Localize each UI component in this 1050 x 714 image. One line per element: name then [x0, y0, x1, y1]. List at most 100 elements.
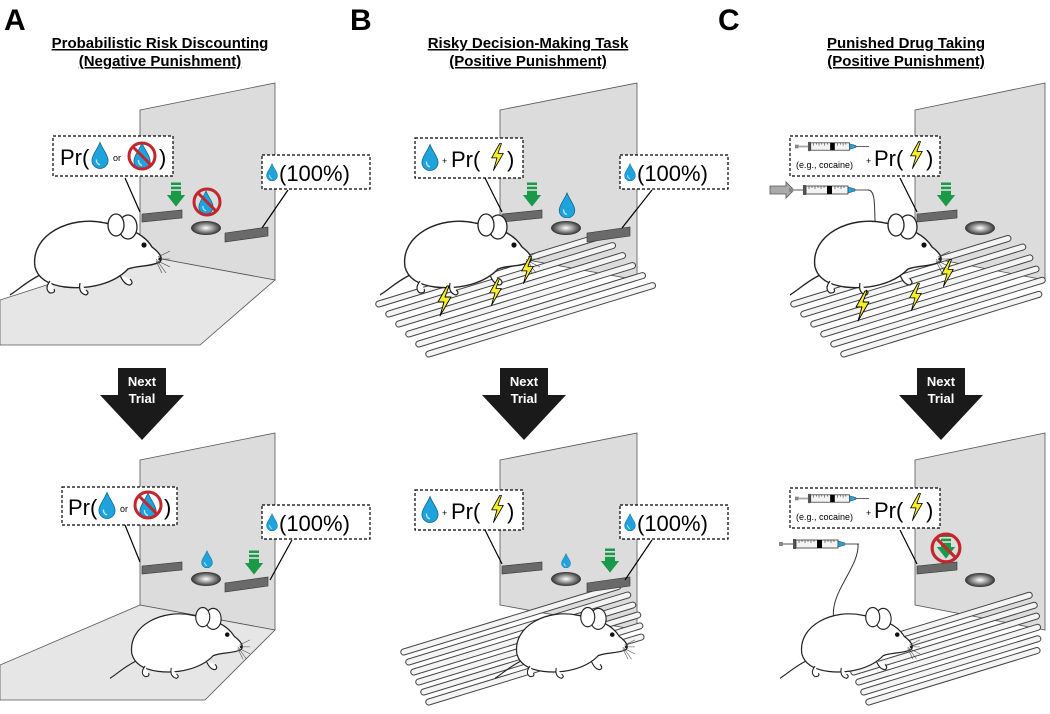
chamber-wall	[139, 432, 276, 631]
chamber-b-top	[375, 82, 657, 358]
safe-callout-a-bottom: (100%)	[261, 504, 371, 540]
risky-label: Pr(	[60, 145, 90, 170]
grid-bar	[425, 282, 657, 358]
risky-close: )	[164, 495, 171, 520]
risky-callout-box	[61, 486, 178, 526]
next-trial-arrow-icon	[899, 368, 983, 440]
lever	[916, 209, 958, 223]
next-trial-arrow-b: Next Trial	[482, 368, 566, 440]
grid-bar	[810, 254, 1034, 328]
lever-right	[586, 576, 631, 593]
plus-label: +	[866, 508, 871, 518]
receptacle	[191, 572, 221, 586]
safe-callout-b-top: (100%)	[619, 154, 729, 190]
grid-bar	[850, 612, 1040, 676]
safe-callout-a-top: (100%)	[261, 154, 371, 190]
risky-close: )	[507, 499, 514, 524]
grid-bar	[800, 243, 1027, 318]
risky-label: Pr(	[874, 498, 904, 523]
risky-label: Pr(	[451, 499, 481, 524]
receptacle	[965, 573, 995, 587]
chamber-c-bottom	[778, 432, 1046, 706]
grid-bar	[830, 276, 1046, 348]
risky-label: Pr(	[68, 495, 98, 520]
callout-line-risky	[484, 529, 503, 565]
grid-bar	[840, 290, 1043, 358]
safe-callout-box	[619, 504, 729, 540]
lever-right	[224, 576, 269, 593]
callout-line-safe	[261, 189, 289, 229]
grid-bar	[395, 252, 627, 328]
risky-callout-b-bottom: + Pr( )	[414, 489, 524, 531]
grid-bar	[860, 635, 1042, 696]
panel-c-title-line2: (Positive Punishment)	[827, 53, 985, 70]
chamber-c-top	[769, 82, 1046, 358]
receptacle	[965, 221, 995, 235]
arrow-label-line1: Next	[128, 374, 157, 389]
risky-close: )	[926, 146, 933, 171]
safe-callout-b-bottom: (100%)	[619, 504, 729, 540]
callout-line-risky	[124, 177, 141, 213]
push-arrow-icon	[769, 181, 795, 199]
risky-callout-box	[52, 135, 174, 177]
callout-line-risky	[124, 524, 141, 563]
grid-floor	[790, 235, 1046, 358]
callout-line-risky	[484, 177, 503, 213]
chamber-wall	[139, 82, 276, 281]
callout-line-safe	[621, 189, 653, 229]
chamber-b-bottom	[400, 432, 653, 706]
callout-line-safe	[269, 539, 293, 581]
safe-label: (100%)	[637, 161, 708, 186]
risky-callout-c-bottom: (e.g., cocaine) + Pr( )	[789, 487, 941, 529]
lever-right	[224, 226, 269, 243]
safe-callout-box	[619, 154, 729, 190]
panel-a-title-line1: Probabilistic Risk Discounting	[52, 35, 269, 52]
grid-bar	[405, 262, 637, 338]
arrow-label-line2: Trial	[129, 391, 156, 406]
receptacle	[191, 221, 221, 235]
safe-callout-box	[261, 504, 371, 540]
grid-bar	[405, 591, 632, 666]
panel-c: C Punished Drug Taking (Positive Punishm…	[718, 4, 1046, 706]
receptacle	[551, 572, 581, 586]
callout-line-risky	[899, 529, 918, 565]
chamber-a-bottom	[0, 432, 293, 701]
risky-close: )	[926, 498, 933, 523]
next-trial-arrow-c: Next Trial	[899, 368, 983, 440]
next-trial-arrow-icon	[482, 368, 566, 440]
callout-line-safe	[624, 539, 653, 581]
panel-a-title-line2: (Negative Punishment)	[79, 53, 242, 70]
safe-callout-box	[261, 154, 371, 190]
grid-bar	[855, 623, 1042, 686]
risky-callout-c-top: (e.g., cocaine) + Pr( )	[789, 135, 941, 177]
plus-label: +	[442, 508, 447, 518]
panel-c-title-line1: Punished Drug Taking	[827, 35, 985, 52]
safe-label: (100%)	[279, 511, 350, 536]
drug-note: (e.g., cocaine)	[796, 160, 853, 170]
or-label: or	[120, 504, 128, 514]
panel-a: A Probabilistic Risk Discounting (Negati…	[0, 4, 371, 701]
panel-b: B Risky Decision-Making Task (Positive P…	[350, 4, 729, 706]
safe-label: (100%)	[279, 161, 350, 186]
drug-note: (e.g., cocaine)	[796, 512, 853, 522]
next-trial-arrow-a: Next Trial	[100, 368, 184, 440]
risky-close: )	[507, 147, 514, 172]
receptacle	[551, 221, 581, 235]
arrow-label-line2: Trial	[511, 391, 538, 406]
lever-left	[141, 561, 183, 575]
panel-letter-b: B	[350, 4, 372, 37]
panel-b-title-line2: (Positive Punishment)	[449, 53, 607, 70]
risky-label: Pr(	[874, 146, 904, 171]
next-trial-arrow-icon	[100, 368, 184, 440]
chamber-a-top	[0, 82, 289, 346]
chamber-wall	[914, 432, 1046, 631]
grid-bar	[865, 647, 1041, 706]
arrow-label-line2: Trial	[928, 391, 955, 406]
safe-label: (100%)	[637, 511, 708, 536]
panel-letter-c: C	[718, 4, 740, 37]
lever	[916, 561, 958, 575]
risky-label: Pr(	[451, 147, 481, 172]
risky-close: )	[159, 145, 166, 170]
plus-label: +	[442, 156, 447, 166]
